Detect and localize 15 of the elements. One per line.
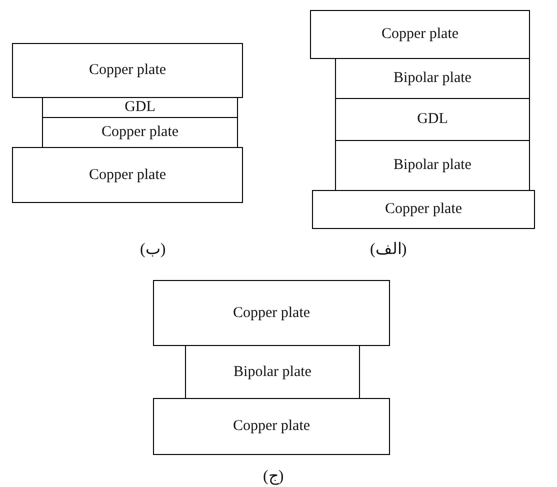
panel-caption: (ب) bbox=[140, 240, 166, 259]
panel-caption: (الف) bbox=[370, 240, 407, 259]
layer-box: GDL bbox=[335, 98, 530, 141]
layer-box: Copper plate bbox=[310, 10, 530, 59]
layer-box: GDL bbox=[42, 97, 238, 118]
layer-box: Bipolar plate bbox=[335, 140, 530, 191]
panel-caption: (ج) bbox=[263, 467, 284, 486]
layer-box: Copper plate bbox=[12, 147, 243, 203]
layer-box: Copper plate bbox=[12, 43, 243, 98]
layer-box: Copper plate bbox=[153, 398, 390, 455]
layer-box: Copper plate bbox=[153, 280, 390, 346]
layer-box: Bipolar plate bbox=[335, 58, 530, 99]
layer-box: Copper plate bbox=[42, 117, 238, 148]
layer-box: Copper plate bbox=[312, 190, 535, 229]
layer-box: Bipolar plate bbox=[185, 345, 360, 399]
